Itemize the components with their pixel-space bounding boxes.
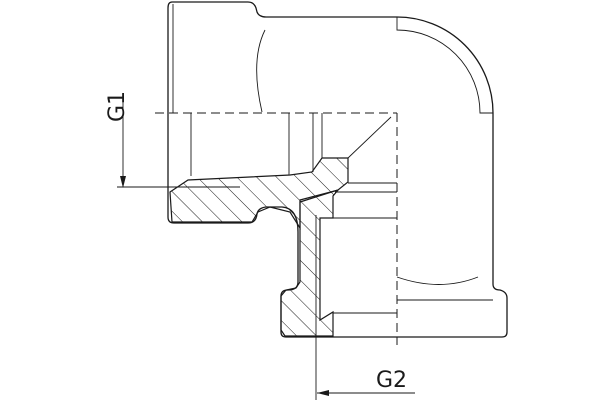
g1-arrow-icon [120,176,126,188]
g2-arrow-icon [317,390,329,396]
fitting-outline [167,1,508,338]
inner-arc [396,17,493,114]
g2-label: G2 [376,368,407,393]
g1-bore-lines [190,113,323,176]
casting-curve-top [256,29,266,113]
section-hatch-vertical [280,188,340,337]
bore-diagonal [347,116,392,159]
casting-curve-bottom [396,276,479,285]
g1-label: G1 [105,91,130,122]
g2-bore-lines [333,182,397,314]
